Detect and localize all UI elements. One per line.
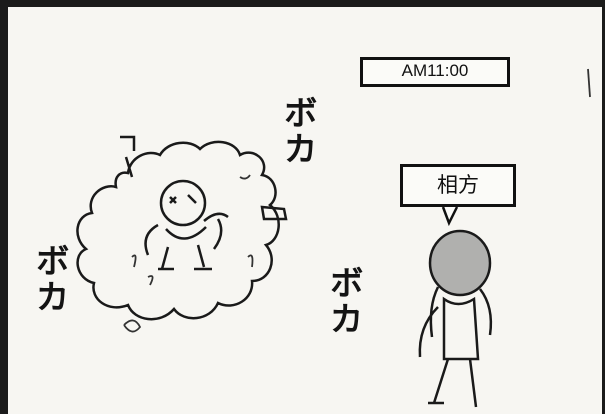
sound-effect-middle: ボカ (323, 265, 363, 337)
time-caption: AM11:00 (401, 61, 469, 80)
brawling-character (120, 135, 288, 271)
time-caption-box: AM11:00 (360, 57, 510, 87)
sound-effect-left: ボカ (29, 243, 69, 315)
speech-bubble-tail (441, 206, 459, 227)
partner-character (418, 206, 493, 408)
panel-drawing (76, 68, 591, 408)
speech-bubble: 相方 (400, 164, 516, 207)
speech-text: 相方 (437, 173, 479, 197)
sound-effect-top: ボカ (277, 95, 317, 167)
motion-marks (123, 68, 591, 333)
fight-dust-cloud (76, 140, 280, 321)
